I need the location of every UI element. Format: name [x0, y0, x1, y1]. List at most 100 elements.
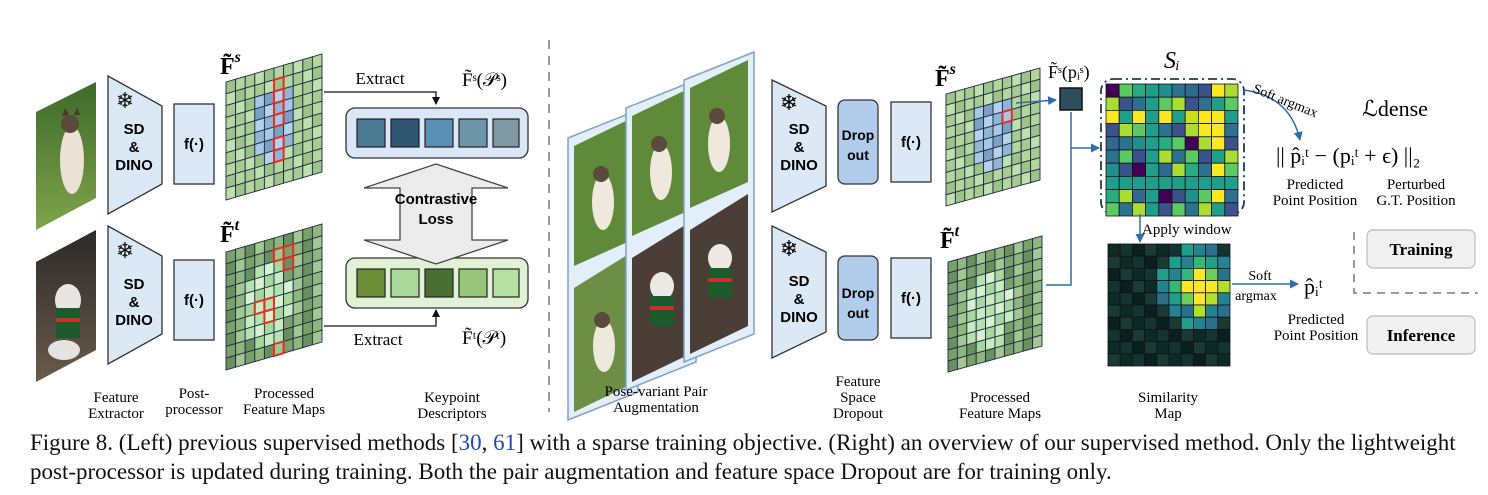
descriptor-box-source	[345, 107, 529, 159]
apply-window-label: Apply window	[1142, 222, 1232, 238]
module-label: DINO	[780, 309, 818, 326]
module-label: &	[129, 139, 140, 156]
inference-label: Inference	[1387, 326, 1456, 345]
figure-diagram: ❄ SD & DINO ❄ SD & DINO f(·) f(·) F̃s F̃…	[36, 40, 1478, 422]
caption-text: ] with a sparse training objective. (Rig…	[30, 430, 1456, 484]
dropout-label: out	[847, 147, 869, 163]
similarity-map-full	[1105, 83, 1239, 217]
predicted-point-symbol: p̂ᵢᵗ	[1304, 274, 1323, 299]
figure-caption: Figure 8. (Left) previous supervised met…	[30, 428, 1470, 486]
soft-argmax-label: argmax	[1235, 289, 1277, 304]
training-badge: Training	[1366, 229, 1476, 269]
feature-map-label: F̃t	[940, 223, 960, 254]
citation-link[interactable]: 61	[493, 430, 517, 455]
module-label: f(·)	[184, 136, 204, 153]
dropout-box-top: Drop out	[837, 99, 879, 185]
perturbed-label: G.T. Position	[1376, 193, 1456, 209]
stage-label: Extractor	[88, 406, 144, 422]
inference-badge: Inference	[1366, 315, 1476, 355]
feature-map-label: F̃s	[220, 49, 241, 80]
si-label: Sᵢ	[1164, 48, 1180, 74]
sd-dino-module-bottom-right: ❄ SD & DINO	[771, 224, 827, 360]
soft-argmax-label: Soft	[1248, 269, 1271, 284]
module-label: SD	[789, 273, 810, 290]
stage-label: Keypoint	[424, 390, 481, 406]
module-label: DINO	[115, 157, 153, 174]
module-label: SD	[789, 121, 810, 138]
predicted-label: Predicted	[1287, 177, 1344, 193]
snowflake-icon: ❄	[116, 88, 134, 113]
module-label: DINO	[115, 312, 153, 329]
loss-formula: || p̂ᵢᵗ − (pᵢᵗ + ϵ) ||₂	[1276, 143, 1420, 168]
point-feature-arrow	[1015, 96, 1057, 106]
left-stage-labels: Feature Extractor Post- processor Proces…	[88, 386, 487, 422]
module-label: &	[794, 139, 805, 156]
module-label: &	[129, 294, 140, 311]
post-processor-bottom-right: f(·)	[890, 257, 932, 339]
extract-arrow	[324, 91, 440, 105]
pose-variant-augmentation	[567, 50, 755, 422]
stage-label: Similarity	[1138, 390, 1199, 406]
stage-label: Pose-variant Pair	[605, 384, 708, 400]
contrastive-loss-arrow: Contrastive Loss	[363, 163, 509, 265]
descriptor-source-label: F̃ˢ(𝒫ˢ)	[462, 68, 507, 91]
dropout-label: Drop	[842, 285, 875, 301]
citation-link[interactable]: 30	[458, 430, 482, 455]
predicted-label: Point Position	[1274, 328, 1359, 344]
stage-label: Descriptors	[417, 406, 486, 422]
feature-map-source	[225, 53, 323, 201]
stage-label: Feature Maps	[959, 406, 1041, 422]
predicted-label: Predicted	[1288, 312, 1345, 328]
loss-term-labels: Predicted Point Position Perturbed G.T. …	[1273, 177, 1456, 209]
caption-text: Figure 8. (Left) previous supervised met…	[30, 430, 459, 455]
snowflake-icon: ❄	[780, 90, 798, 115]
target-image	[36, 230, 96, 382]
feature-map-target	[225, 223, 323, 371]
module-label: f(·)	[901, 290, 921, 307]
post-processor-bottom: f(·)	[173, 259, 215, 341]
caption-text: ,	[481, 430, 494, 455]
sd-dino-module-top-right: ❄ SD & DINO	[771, 78, 827, 214]
stage-label: Dropout	[833, 406, 884, 422]
extract-label: Extract	[355, 69, 404, 88]
training-label: Training	[1390, 240, 1453, 259]
dropout-label: out	[847, 305, 869, 321]
extract-label: Extract	[353, 330, 402, 349]
sd-dino-module-top: ❄ SD & DINO	[107, 74, 163, 216]
stage-label: Processed	[970, 390, 1030, 406]
feature-map-source-right	[945, 67, 1041, 207]
soft-argmax-label: Soft argmax	[1251, 82, 1320, 122]
stage-label: Map	[1154, 406, 1182, 422]
contrastive-label: Loss	[418, 211, 453, 228]
feature-map-target-right	[947, 235, 1043, 373]
soft-argmax-arrow	[1243, 89, 1303, 141]
stage-label: Space	[840, 390, 876, 406]
stage-label: Post-	[179, 386, 210, 402]
feature-map-label: F̃s	[935, 61, 956, 92]
snowflake-icon: ❄	[780, 236, 798, 261]
descriptor-target-label: F̃ᵗ(𝒫ᵗ)	[462, 326, 506, 349]
module-label: f(·)	[184, 292, 204, 309]
point-feature-line	[1046, 112, 1072, 286]
point-feature-cell	[1059, 87, 1083, 111]
snowflake-icon: ❄	[116, 238, 134, 263]
similarity-map-windowed	[1107, 243, 1231, 367]
training-inference-divider	[1353, 232, 1478, 294]
descriptor-box-target	[345, 257, 529, 309]
module-label: SD	[124, 121, 145, 138]
extract-arrow	[324, 309, 440, 327]
feature-map-label: F̃t	[220, 217, 240, 248]
stage-label: Processed	[254, 386, 314, 402]
dense-loss-label: ℒdense	[1362, 96, 1428, 121]
stage-label: Feature	[94, 390, 139, 406]
module-label: f(·)	[901, 134, 921, 151]
dropout-box-bottom: Drop out	[837, 255, 879, 341]
stage-label: processor	[165, 402, 222, 418]
right-stage-labels: Pose-variant Pair Augmentation Feature S…	[605, 374, 1199, 422]
perturbed-label: Perturbed	[1387, 177, 1446, 193]
stage-label: Augmentation	[613, 400, 699, 416]
source-image	[36, 82, 96, 230]
point-feature-label: F̃ˢ(pᵢˢ)	[1048, 60, 1090, 83]
sd-dino-module-bottom: ❄ SD & DINO	[107, 224, 163, 366]
dropout-label: Drop	[842, 127, 875, 143]
